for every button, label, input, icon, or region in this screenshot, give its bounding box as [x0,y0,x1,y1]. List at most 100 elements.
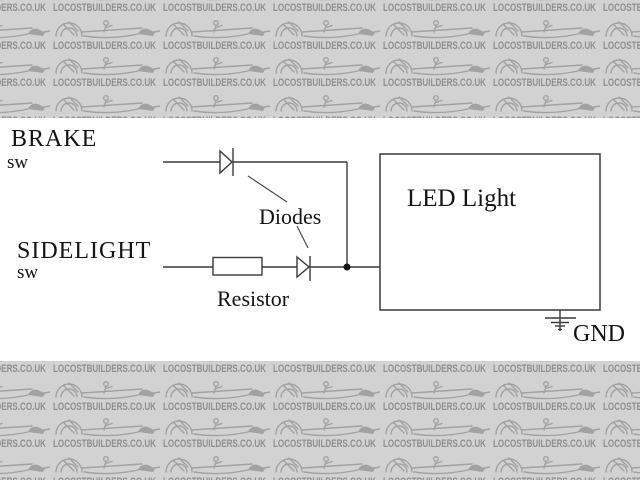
watermark-tile: LOCOSTBUILDERS.CO.UK [163,94,270,119]
watermark-row: LOCOSTBUILDERS.CO.UKLOCOSTBUILDERS.CO.UK… [0,16,640,53]
sidelight-label: SIDELIGHT [17,238,152,264]
car-sketch-icon [165,94,270,113]
watermark-text: LOCOSTBUILDERS.CO.UK [0,363,46,375]
watermark-tile: LOCOSTBUILDERS.CO.UK [163,0,266,14]
car-sketch-icon [55,19,160,38]
ground-icon [545,310,576,331]
watermark-tile: LOCOSTBUILDERS.CO.UK [53,380,160,413]
watermark-tile: LOCOSTBUILDERS.CO.UK [383,455,490,480]
car-sketch-icon [385,380,490,399]
car-sketch-icon [55,94,160,113]
watermark-tile: LOCOSTBUILDERS.CO.UK [273,94,380,118]
car-sketch-icon [165,417,270,437]
watermark-text: LOCOSTBUILDERS.CO.UK [493,438,596,450]
watermark-text: LOCOSTBUILDERS.CO.UK [383,363,486,375]
watermark-text: LOCOSTBUILDERS.CO.UK [163,401,266,413]
watermark-tile: LOCOSTBUILDERS.CO.UK [493,0,596,14]
gnd-label: GND [573,321,625,347]
watermark-band-bottom: LOCOSTBUILDERS.CO.UKLOCOSTBUILDERS.CO.UK… [0,361,640,480]
watermark-tile: LOCOSTBUILDERS.CO.UK [603,363,640,375]
led-light-box [379,153,601,311]
watermark-text: LOCOSTBUILDERS.CO.UK [53,115,156,119]
watermark-tile: LOCOSTBUILDERS.CO.UK [163,19,270,52]
watermark-tile: LOCOSTBUILDERS.CO.UK [493,380,600,413]
car-sketch-icon [55,56,160,76]
watermark-tile: LOCOSTBUILDERS.CO.UK [493,455,600,480]
watermark-tile: LOCOSTBUILDERS.CO.UK [53,455,160,480]
watermark-text: LOCOSTBUILDERS.CO.UK [0,115,46,119]
watermark-tile: LOCOSTBUILDERS.CO.UK [493,19,600,52]
watermark-tile: LOCOSTBUILDERS.CO.UK [163,361,266,375]
car-sketch-icon [165,380,270,399]
car-sketch-icon [385,417,490,437]
watermark-text: LOCOSTBUILDERS.CO.UK [0,476,46,480]
watermark-tile: LOCOSTBUILDERS.CO.UK [603,381,640,413]
car-sketch-icon [385,94,490,113]
car-sketch-icon [495,19,600,38]
watermark-row: LOCOSTBUILDERS.CO.UKLOCOSTBUILDERS.CO.UK… [0,377,640,414]
car-sketch-icon [385,455,490,474]
watermark-text: LOCOSTBUILDERS.CO.UK [163,40,266,52]
watermark-tile: LOCOSTBUILDERS.CO.UK [383,94,490,119]
car-sketch-icon [275,380,380,399]
car-sketch-icon [385,19,490,38]
watermark-tile: LOCOSTBUILDERS.CO.UK [603,95,640,119]
watermark-tile: LOCOSTBUILDERS.CO.UK [0,385,50,413]
diodes-label: Diodes [259,204,322,229]
car-sketch-icon [55,417,160,437]
watermark-text: LOCOSTBUILDERS.CO.UK [53,476,156,480]
car-sketch-icon [55,380,160,399]
watermark-text: LOCOSTBUILDERS.CO.UK [0,438,46,450]
watermark-tile: LOCOSTBUILDERS.CO.UK [383,380,490,413]
watermark-text: LOCOSTBUILDERS.CO.UK [493,476,596,480]
watermark-text: LOCOSTBUILDERS.CO.UK [603,115,640,119]
watermark-tile: LOCOSTBUILDERS.CO.UK [493,417,600,450]
car-sketch-icon [0,422,50,437]
watermark-row: LOCOSTBUILDERS.CO.UKLOCOSTBUILDERS.CO.UK… [0,91,640,119]
watermark-tile: LOCOSTBUILDERS.CO.UK [0,61,50,89]
watermark-tile: LOCOSTBUILDERS.CO.UK [493,361,596,375]
resistor-icon [212,256,263,276]
watermark-text: LOCOSTBUILDERS.CO.UK [383,115,486,119]
watermark-tile: LOCOSTBUILDERS.CO.UK [53,56,160,89]
watermark-text: LOCOSTBUILDERS.CO.UK [273,363,376,375]
watermark-text: LOCOSTBUILDERS.CO.UK [163,438,266,450]
car-sketch-icon [0,24,50,38]
watermark-text: LOCOSTBUILDERS.CO.UK [383,476,486,480]
watermark-tile: LOCOSTBUILDERS.CO.UK [163,380,270,413]
watermark-text: LOCOSTBUILDERS.CO.UK [0,77,46,89]
led-light-label: LED Light [407,185,517,212]
watermark-tile: LOCOSTBUILDERS.CO.UK [273,455,380,480]
watermark-tile: LOCOSTBUILDERS.CO.UK [273,361,376,375]
watermark-text: LOCOSTBUILDERS.CO.UK [0,401,46,413]
watermark-tile: LOCOSTBUILDERS.CO.UK [493,56,600,89]
car-sketch-icon [275,417,380,437]
watermark-text: LOCOSTBUILDERS.CO.UK [163,115,266,119]
watermark-text: LOCOSTBUILDERS.CO.UK [163,476,266,480]
watermark-text: LOCOSTBUILDERS.CO.UK [493,40,596,52]
watermark-text: LOCOSTBUILDERS.CO.UK [603,2,640,14]
watermark-tile: LOCOSTBUILDERS.CO.UK [53,417,160,450]
diodes-leader-line-upper [247,175,288,203]
watermark-text: LOCOSTBUILDERS.CO.UK [273,438,376,450]
junction-dot [343,263,351,271]
car-sketch-icon [605,419,640,436]
watermark-tile: LOCOSTBUILDERS.CO.UK [383,19,490,52]
watermark-tile: LOCOSTBUILDERS.CO.UK [493,94,600,118]
watermark-tile: LOCOSTBUILDERS.CO.UK [0,24,50,52]
watermark-tile: LOCOSTBUILDERS.CO.UK [163,417,270,450]
car-sketch-icon [495,417,600,437]
watermark-text: LOCOSTBUILDERS.CO.UK [493,401,596,413]
watermark-text: LOCOSTBUILDERS.CO.UK [53,2,156,14]
car-sketch-icon [605,20,640,37]
watermark-text: LOCOSTBUILDERS.CO.UK [273,2,376,14]
watermark-tile: LOCOSTBUILDERS.CO.UK [53,0,156,14]
brake-diode-icon [219,149,234,175]
watermark-row: LOCOSTBUILDERS.CO.UK LOCOSTBUILDERS.CO.UK… [0,361,640,376]
car-sketch-icon [605,58,640,75]
watermark-text: LOCOSTBUILDERS.CO.UK [273,476,376,480]
car-sketch-icon [0,460,50,474]
watermark-text: LOCOSTBUILDERS.CO.UK [383,438,486,450]
car-sketch-icon [0,385,50,399]
